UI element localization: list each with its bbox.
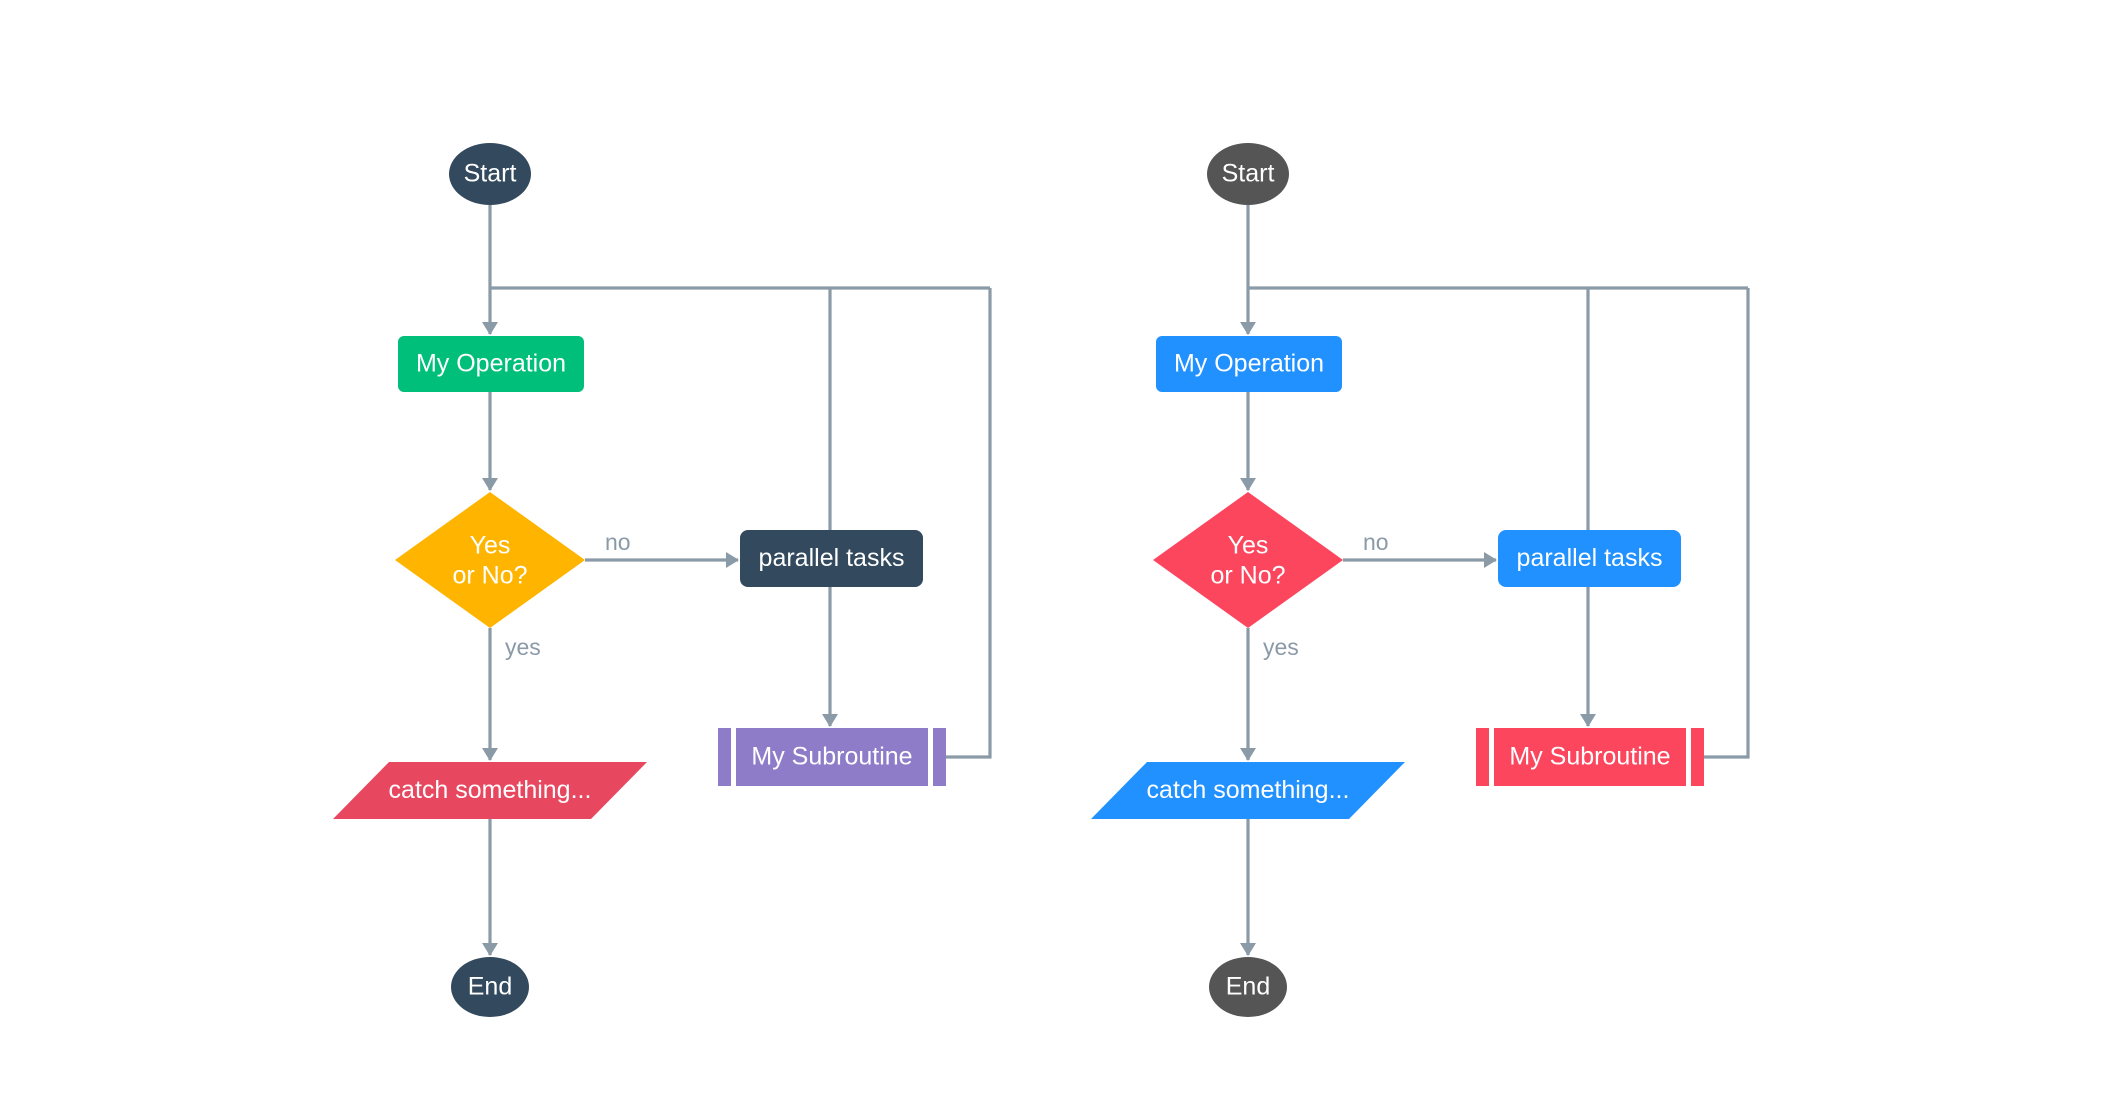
connector-layer xyxy=(1240,205,1750,956)
decision-shape xyxy=(395,492,585,628)
terminator-shape xyxy=(1209,957,1287,1017)
node-start[interactable]: Start xyxy=(1207,143,1289,205)
subroutine-left-bar xyxy=(1476,728,1489,786)
subroutine-left-bar xyxy=(718,728,731,786)
terminator-shape xyxy=(449,143,531,205)
edge-label-no: no xyxy=(1363,529,1389,555)
arrowhead xyxy=(1580,714,1596,727)
decision-shape xyxy=(1153,492,1343,628)
subroutine-right-bar xyxy=(1691,728,1704,786)
terminator-shape xyxy=(1207,143,1289,205)
edge-label-yes: yes xyxy=(1263,634,1299,660)
edge-label-yes: yes xyxy=(505,634,541,660)
terminator-shape xyxy=(451,957,529,1017)
node-catch[interactable]: catch something... xyxy=(1091,762,1405,819)
arrowhead xyxy=(482,478,498,491)
process-shape xyxy=(1498,530,1681,587)
subroutine-body xyxy=(736,728,928,786)
node-end[interactable]: End xyxy=(1209,957,1287,1017)
arrowhead xyxy=(726,552,739,568)
arrowhead xyxy=(1484,552,1497,568)
node-operation[interactable]: My Operation xyxy=(398,336,584,392)
node-end[interactable]: End xyxy=(451,957,529,1017)
node-operation[interactable]: My Operation xyxy=(1156,336,1342,392)
arrowhead xyxy=(822,714,838,727)
arrowhead xyxy=(1240,322,1256,335)
parallelogram-shape xyxy=(333,762,647,819)
subroutine-right-bar xyxy=(933,728,946,786)
arrowhead xyxy=(482,748,498,761)
parallelogram-shape xyxy=(1091,762,1405,819)
process-shape xyxy=(1156,336,1342,392)
arrowhead xyxy=(1240,748,1256,761)
node-parallel-tasks[interactable]: parallel tasks xyxy=(1498,530,1681,587)
edge-label-no: no xyxy=(605,529,631,555)
arrowhead xyxy=(1240,478,1256,491)
node-subroutine[interactable]: My Subroutine xyxy=(1476,728,1704,786)
connector-layer xyxy=(482,205,992,956)
process-shape xyxy=(398,336,584,392)
edge-loop-to-subroutine xyxy=(946,288,992,759)
subroutine-body xyxy=(1494,728,1686,786)
arrowhead xyxy=(482,322,498,335)
node-start[interactable]: Start xyxy=(449,143,531,205)
arrowhead xyxy=(1240,943,1256,956)
process-shape xyxy=(740,530,923,587)
arrowhead xyxy=(482,943,498,956)
edge-loop-to-subroutine xyxy=(1704,288,1750,759)
node-catch[interactable]: catch something... xyxy=(333,762,647,819)
